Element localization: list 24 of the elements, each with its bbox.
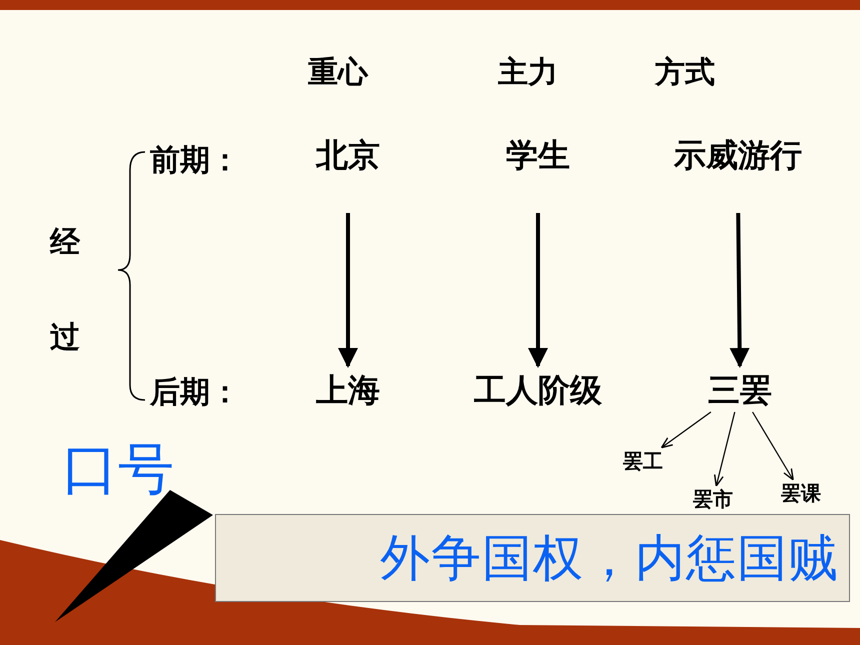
label-text: 主力 <box>498 54 558 92</box>
node-text: 上海 <box>310 370 386 412</box>
arrow <box>752 412 794 481</box>
label-text: 经过 <box>50 224 80 357</box>
node-text: 示威游行 <box>660 135 816 177</box>
arrow <box>338 213 358 368</box>
arrow <box>730 212 750 368</box>
node-text: 北京 <box>310 135 386 177</box>
node-text: 罢市 <box>682 485 744 513</box>
node-text: 罢工 <box>612 447 674 475</box>
arrow <box>714 412 736 487</box>
slogan-text: 外争国权，内惩国贼 <box>380 528 839 588</box>
node-text: 工人阶级 <box>460 370 616 412</box>
slogan-box <box>215 514 850 602</box>
label-text: 后期： <box>150 374 240 412</box>
node-text: 罢课 <box>770 479 832 507</box>
label-text: 方式 <box>655 54 715 92</box>
node-text: 学生 <box>500 135 576 177</box>
label-text: 前期： <box>150 142 240 180</box>
arrow <box>528 213 548 368</box>
node-text: 三罢 <box>702 370 778 412</box>
label-text: 重心 <box>308 54 368 92</box>
heading-text: 口号 <box>62 436 174 504</box>
arrow <box>660 412 712 448</box>
